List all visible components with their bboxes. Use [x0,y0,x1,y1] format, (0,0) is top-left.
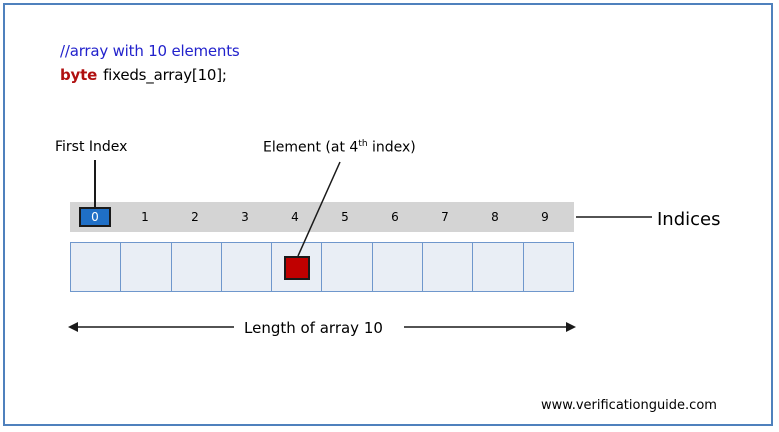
array-cell [272,243,323,291]
array-cell [423,243,474,291]
index-label: 4 [291,210,299,224]
index-label: 2 [191,210,199,224]
length-arrow-right-head [566,322,576,332]
first-index-box [79,207,111,227]
array-cell [172,243,222,291]
array-cell [222,243,273,291]
element-label: Element (at 4th index) [263,139,416,156]
index-label: 6 [391,210,399,224]
array-cells [70,242,574,292]
indices-label: Indices [657,209,721,230]
index-label: 8 [491,210,499,224]
array-cell [373,243,424,291]
code-keyword: byte [60,66,98,84]
array-cell [322,243,373,291]
code-declaration: byte fixeds_array[10]; [60,66,227,84]
index-label: 5 [341,210,349,224]
array-cell [473,243,524,291]
first-index-label: First Index [55,139,128,155]
indices-bar [70,202,574,232]
index-label: 0 [91,210,99,224]
index-label: 3 [241,210,249,224]
length-arrow-left-head [68,322,78,332]
index-label: 9 [541,210,549,224]
array-cell [121,243,172,291]
watermark: www.verificationguide.com [541,398,717,413]
length-label: Length of array 10 [240,319,387,337]
element-marker [284,256,310,280]
code-declaration-text: fixeds_array[10]; [103,66,227,84]
index-label: 1 [141,210,149,224]
index-label: 7 [441,210,449,224]
code-comment: //array with 10 elements [60,42,240,60]
array-cell [71,243,122,291]
element-pointer [297,161,341,257]
